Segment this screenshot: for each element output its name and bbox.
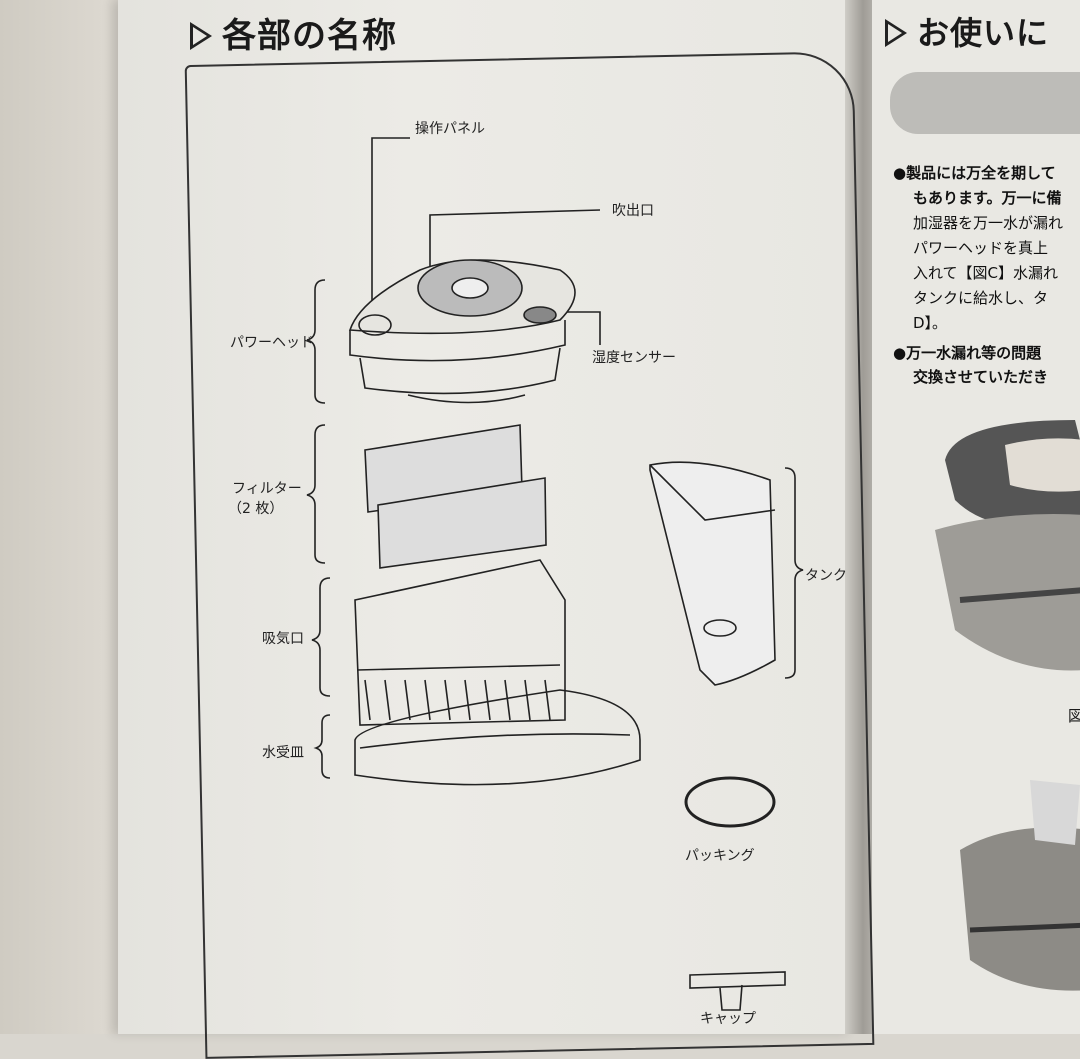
right-line-5: 入れて【図C】水漏れ [913, 264, 1059, 282]
label-cap: キャップ [700, 1011, 756, 1027]
figure-label: 図 [1068, 707, 1080, 725]
left-title-text: 各部の名称 [222, 16, 397, 56]
packing-ring [684, 776, 776, 828]
right-line-6: タンクに給水し、タ [913, 289, 1049, 307]
right-line-3: 加湿器を万一水が漏れ [913, 214, 1064, 232]
label-water-tray: 水受皿 [262, 745, 304, 761]
water-tray [354, 689, 641, 786]
tank-cap-hole [703, 619, 737, 637]
left-section-title: 各部の名称 [190, 8, 397, 57]
sensor-leader [555, 311, 601, 345]
label-outlet: 吹出口 [612, 203, 654, 219]
label-control-panel: 操作パネル [415, 121, 485, 137]
photo-humidifier-tank [960, 780, 1080, 991]
tank-edge [649, 464, 776, 521]
inlet-line [356, 664, 561, 671]
right-section-title: お使いに [885, 8, 1049, 54]
label-air-inlet: 吸気口 [262, 631, 304, 647]
control-panel-leader [371, 137, 410, 325]
right-line-2: もあります。万一に備 [913, 189, 1062, 207]
right-title-text: お使いに [917, 14, 1050, 52]
cap-top [689, 971, 786, 989]
tank [649, 461, 776, 686]
power-head-foot [407, 394, 526, 404]
power-head-base [359, 347, 561, 395]
outlet-leader [429, 209, 601, 285]
right-line-4: パワーヘッドを真上 [913, 239, 1049, 257]
triangle-marker-icon [190, 22, 212, 50]
power-head-bracket [306, 279, 326, 404]
right-line-8: ●万一水漏れ等の問題 [893, 344, 1042, 362]
filter-bracket [306, 424, 326, 564]
tank-bracket [784, 467, 804, 679]
inlet-slots [364, 679, 551, 721]
tray-bracket [313, 714, 331, 779]
parts-diagram [306, 137, 804, 1011]
power-head-body [349, 320, 566, 362]
filter-2 [377, 477, 547, 569]
label-humidity-sensor: 湿度センサー [592, 350, 676, 366]
panel-knob-1 [358, 314, 392, 336]
cap-stem [719, 984, 743, 1011]
sensor-window [523, 306, 557, 324]
inlet-bracket [311, 577, 331, 697]
right-line-7: D】。 [913, 314, 948, 332]
label-filter-count: （2 枚） [228, 501, 284, 517]
label-packing: パッキング [685, 848, 755, 864]
photo-humidifier-hands [935, 420, 1080, 671]
water-tray-rim [359, 733, 631, 749]
triangle-marker-icon [885, 19, 907, 47]
right-line-1: ●製品には万全を期して [893, 164, 1056, 182]
label-filter: フィルター [232, 481, 302, 497]
fan-hub [451, 277, 489, 299]
label-power-head: パワーヘッド [230, 335, 314, 351]
label-tank: タンク [805, 568, 847, 584]
gray-header-bar [890, 72, 1080, 134]
right-line-9: 交換させていただき [913, 368, 1049, 386]
housing [354, 559, 566, 726]
